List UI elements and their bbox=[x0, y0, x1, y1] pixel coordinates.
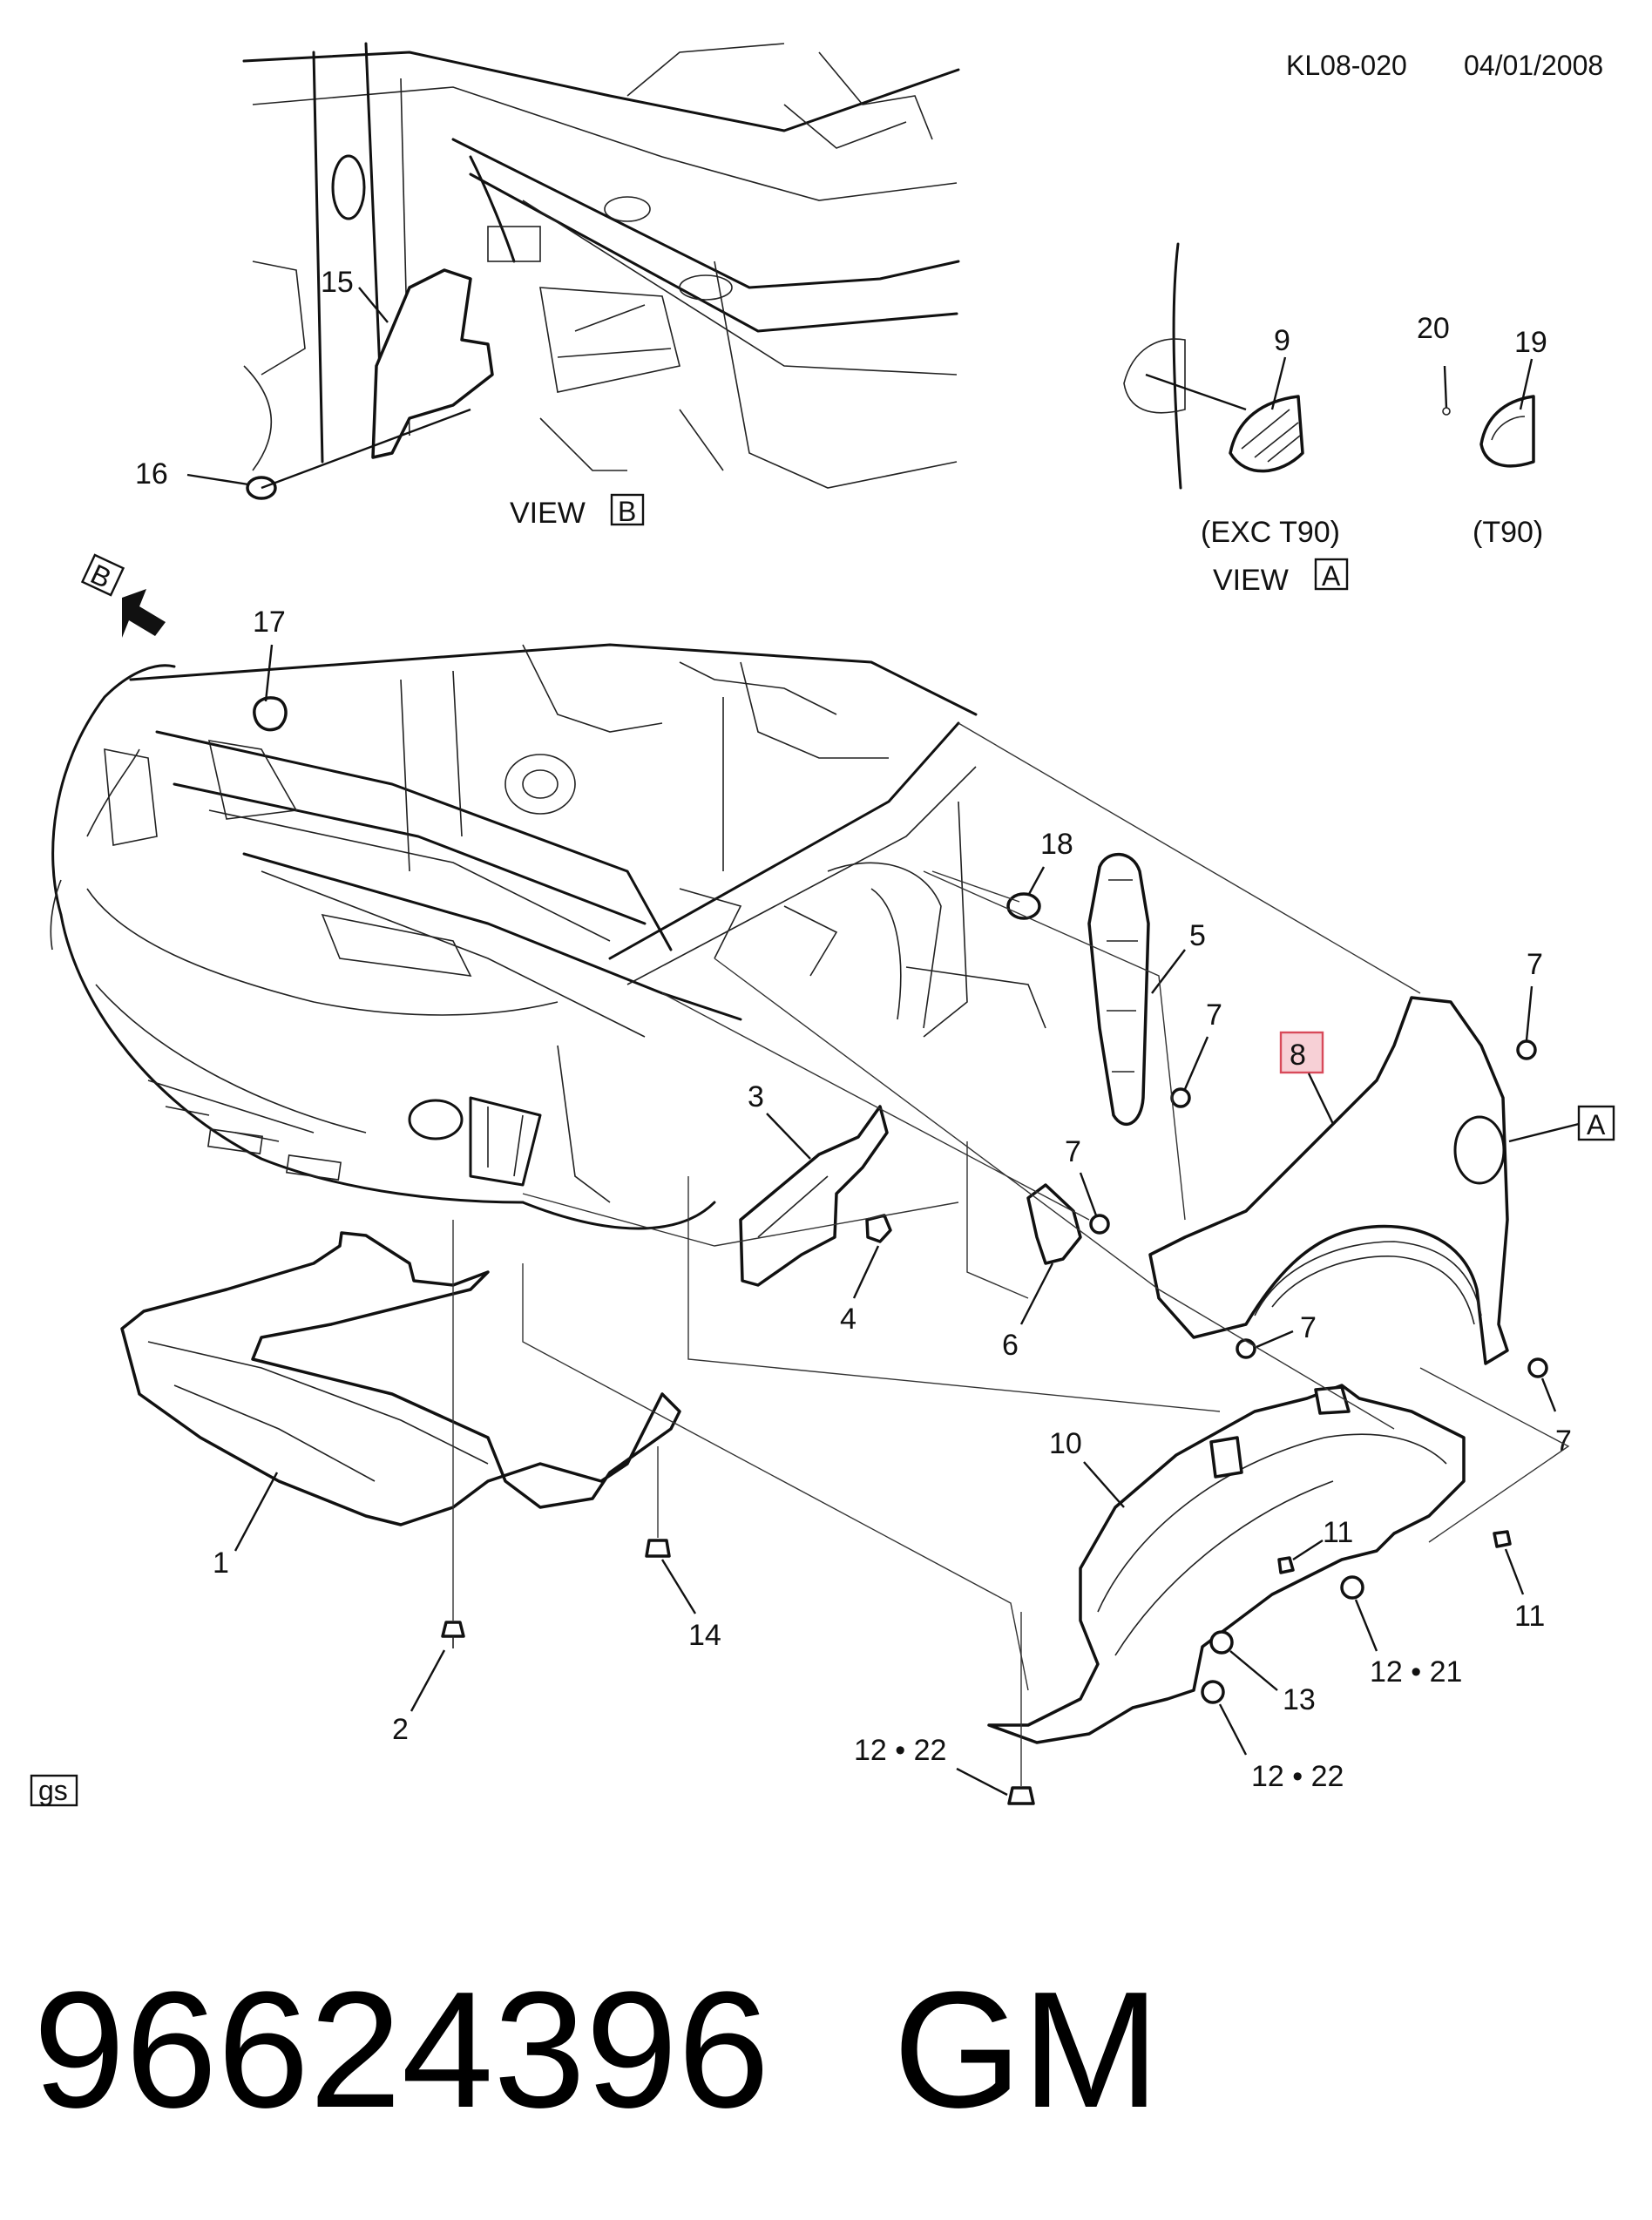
callout-8-highlight bbox=[1279, 1031, 1324, 1074]
part-14-bolt bbox=[645, 1539, 671, 1558]
part-15-bracket bbox=[371, 268, 494, 459]
part-18-grommet bbox=[1006, 892, 1041, 920]
part-12-21-screw bbox=[1340, 1575, 1364, 1600]
corner-tag-box bbox=[30, 1774, 78, 1807]
view-a-note-exc-t90: (EXC T90) bbox=[1201, 516, 1340, 549]
corner-tag: gs bbox=[38, 1775, 68, 1806]
callout-5: 5 bbox=[1189, 919, 1206, 952]
callout-13: 13 bbox=[1283, 1683, 1316, 1716]
callout-7d: 7 bbox=[1527, 948, 1543, 981]
callout-19: 19 bbox=[1514, 326, 1547, 359]
part-12-22-screw-b bbox=[1007, 1786, 1035, 1805]
brand-label: GM bbox=[893, 1958, 1160, 2142]
part-11-clip-b bbox=[1493, 1530, 1512, 1548]
part-10-wheelhouse-liner bbox=[987, 1384, 1466, 1744]
view-b-inset-drawing bbox=[242, 42, 960, 500]
callout-12-22-left: 12 • 22 bbox=[854, 1734, 946, 1767]
callout-17: 17 bbox=[253, 606, 286, 639]
view-b-box bbox=[610, 493, 645, 526]
view-b-letter: B bbox=[618, 496, 636, 527]
leader-16 bbox=[186, 473, 249, 486]
callout-a-letter: A bbox=[1587, 1109, 1606, 1140]
callout-15: 15 bbox=[321, 266, 354, 299]
callout-12-21: 12 • 21 bbox=[1370, 1655, 1462, 1689]
front-end-assembly-drawing bbox=[50, 643, 1046, 1230]
view-a-note-t90: (T90) bbox=[1473, 516, 1543, 549]
callout-18: 18 bbox=[1040, 828, 1073, 861]
callout-3: 3 bbox=[748, 1080, 764, 1113]
callout-10: 10 bbox=[1049, 1427, 1082, 1460]
view-a-box bbox=[1314, 558, 1349, 591]
callout-14: 14 bbox=[688, 1619, 721, 1652]
part-3-bracket bbox=[739, 1105, 889, 1287]
diagram-code: KL08-020 bbox=[1286, 50, 1407, 81]
callout-4: 4 bbox=[840, 1303, 856, 1336]
callout-2: 2 bbox=[392, 1713, 409, 1746]
fender-side-marker-opening bbox=[1453, 1115, 1506, 1185]
part-9-grille bbox=[1229, 395, 1304, 473]
callout-6: 6 bbox=[1002, 1329, 1019, 1362]
callout-12-22-right: 12 • 22 bbox=[1251, 1760, 1344, 1793]
view-a-inset-drawing bbox=[1123, 242, 1535, 490]
part-1-splash-shield bbox=[120, 1231, 681, 1526]
leader-15 bbox=[358, 287, 389, 323]
callout-8: 8 bbox=[1290, 1039, 1306, 1072]
callout-1: 1 bbox=[213, 1547, 229, 1580]
callout-a-box bbox=[1577, 1105, 1615, 1141]
part-8-fender bbox=[1148, 996, 1509, 1365]
view-a-letter: A bbox=[1322, 560, 1341, 592]
callout-20: 20 bbox=[1417, 312, 1450, 345]
part-11-clip-a bbox=[1277, 1556, 1295, 1574]
callout-16: 16 bbox=[135, 457, 168, 491]
part-number: 96624396 bbox=[33, 1958, 769, 2142]
callout-7b: 7 bbox=[1065, 1135, 1081, 1168]
callout-11a: 11 bbox=[1323, 1516, 1353, 1549]
view-b-label: VIEW bbox=[510, 497, 586, 530]
callout-7a: 7 bbox=[1206, 998, 1222, 1032]
view-b-direction-arrow: B bbox=[80, 553, 166, 638]
diagram-date: 04/01/2008 bbox=[1464, 50, 1603, 81]
part-2-screw bbox=[441, 1621, 465, 1638]
part-5-absorber bbox=[1087, 852, 1150, 1127]
part-12-22-screw-a bbox=[1201, 1680, 1225, 1704]
callout-7c: 7 bbox=[1300, 1311, 1317, 1344]
part-6-bracket bbox=[1026, 1183, 1082, 1265]
part-17-plug bbox=[253, 696, 288, 732]
reference-lines bbox=[522, 722, 1570, 1691]
part-13-nut bbox=[1209, 1630, 1234, 1655]
callout-7e: 7 bbox=[1555, 1425, 1572, 1458]
view-a-label: VIEW bbox=[1213, 564, 1289, 597]
callout-9: 9 bbox=[1274, 324, 1290, 357]
callout-11b: 11 bbox=[1514, 1600, 1545, 1633]
part-4-bolt bbox=[865, 1214, 892, 1243]
part-19-trim bbox=[1479, 395, 1535, 468]
